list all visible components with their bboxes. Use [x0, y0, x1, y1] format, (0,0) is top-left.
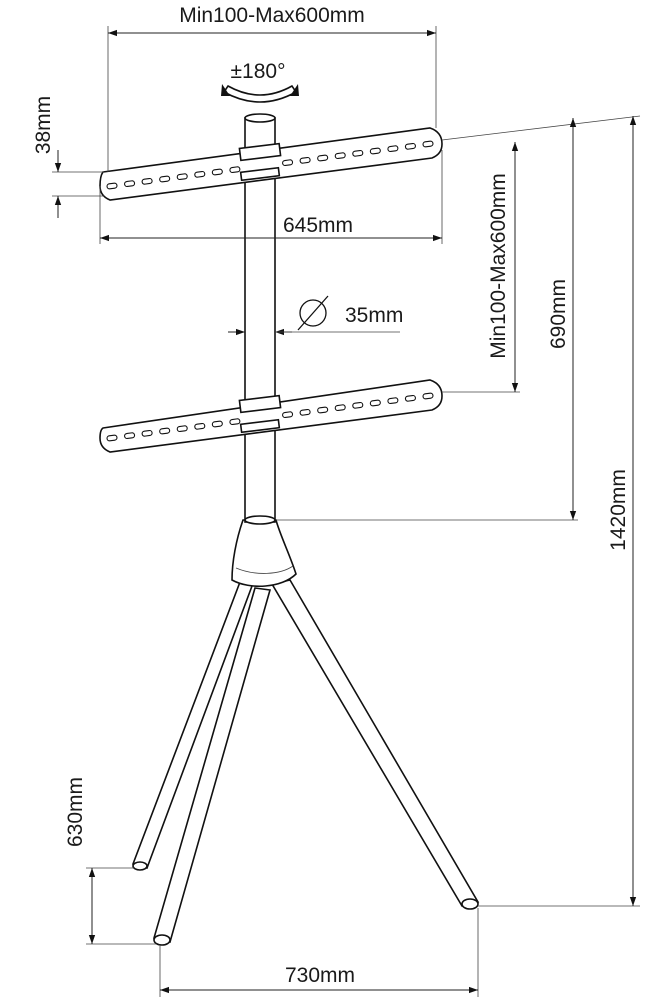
- bracket-slot: [176, 173, 188, 181]
- bracket-slot: [282, 411, 294, 419]
- rotation-arrow-icon: [222, 84, 298, 103]
- bracket-slots-upper: [106, 140, 434, 190]
- bracket-slot: [159, 175, 171, 183]
- pole-top-cap: [244, 113, 276, 123]
- bracket-slot: [422, 140, 434, 148]
- diameter-symbol-icon: [297, 295, 329, 331]
- bracket-slot: [317, 406, 329, 414]
- dimension-bracket-width: 645mm: [99, 150, 443, 244]
- bracket-slot: [229, 166, 241, 174]
- dimension-top-width: Min100-Max600mm: [107, 4, 437, 172]
- bracket-slot: [124, 180, 136, 188]
- bracket-slot: [369, 399, 381, 407]
- dimension-pole-height: 690mm: [547, 118, 577, 520]
- bracket-slot: [106, 434, 118, 442]
- width-range-label: Min100-Max600mm: [179, 4, 365, 27]
- leg-right-foot: [461, 898, 479, 910]
- bracket-slot: [334, 404, 346, 412]
- bracket-slot: [404, 142, 416, 150]
- bracket-slots-lower: [106, 392, 434, 442]
- dimension-pole-diameter: 35mm: [228, 295, 403, 336]
- bracket-slot: [387, 145, 399, 153]
- bracket-slot: [176, 425, 188, 433]
- tripod-legs: [131, 579, 480, 946]
- bracket-slot: [334, 152, 346, 160]
- bracket-slot: [282, 159, 294, 167]
- bracket-slot: [141, 177, 153, 185]
- height-range-label: Min100-Max600mm: [487, 173, 510, 359]
- leg-joint: [231, 519, 297, 588]
- bracket-slot: [211, 168, 223, 176]
- dimension-bracket-height: 38mm: [32, 96, 104, 218]
- bracket-slot: [211, 420, 223, 428]
- bracket-slot: [141, 429, 153, 437]
- pole-diameter-label: 35mm: [345, 304, 403, 327]
- bracket-slot: [352, 401, 364, 409]
- bracket-slot: [194, 170, 206, 178]
- bracket-slot: [317, 154, 329, 162]
- bracket-slot: [404, 394, 416, 402]
- bracket-slot: [106, 182, 118, 190]
- leg-right: [270, 579, 480, 907]
- bracket-height-label: 38mm: [32, 96, 55, 154]
- pole-height-label: 690mm: [547, 279, 570, 349]
- leg-spread-height-label: 630mm: [64, 777, 87, 847]
- dimension-leg-spread-height: 630mm: [64, 777, 156, 945]
- bracket-width-label: 645mm: [283, 214, 353, 237]
- bracket-slot: [159, 427, 171, 435]
- center-pole: [244, 113, 276, 525]
- dimension-total-height: 1420mm: [607, 116, 637, 906]
- bracket-slot: [387, 397, 399, 405]
- rotation-indicator: ±180°: [221, 60, 299, 103]
- bracket-slot: [124, 432, 136, 440]
- bracket-slot: [299, 156, 311, 164]
- dimension-height-range: Min100-Max600mm: [487, 142, 519, 392]
- bracket-slot: [369, 147, 381, 155]
- upper-mounting-bracket: [99, 127, 443, 201]
- leg-left-foot: [132, 861, 148, 871]
- bracket-slot: [299, 408, 311, 416]
- bracket-slot: [194, 422, 206, 430]
- total-height-label: 1420mm: [607, 469, 630, 551]
- lower-mounting-bracket: [99, 379, 443, 453]
- leg-front-foot: [153, 934, 171, 946]
- bracket-slot: [422, 392, 434, 400]
- bracket-slot: [229, 418, 241, 426]
- base-width-label: 730mm: [285, 964, 355, 987]
- rotation-label: ±180°: [231, 60, 286, 83]
- bracket-slot: [352, 149, 364, 157]
- dimension-base-width: 730mm: [159, 908, 479, 997]
